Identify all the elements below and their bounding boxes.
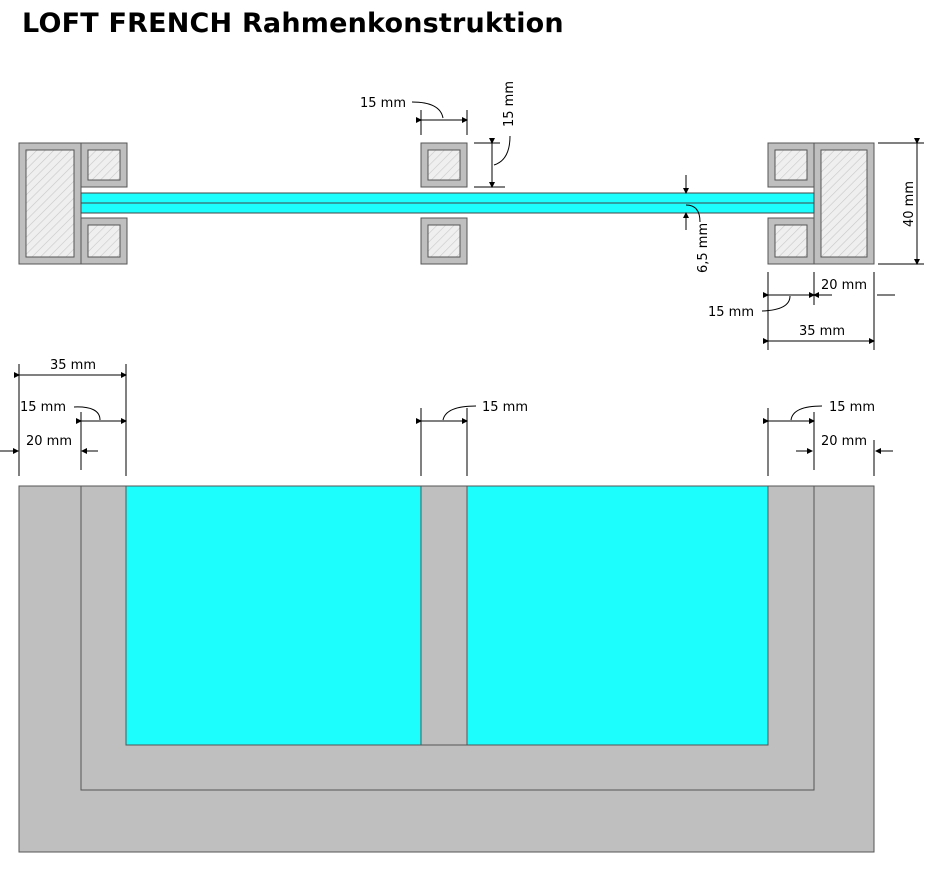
front-view [18, 485, 875, 853]
dim-right-35: 35 mm [763, 324, 875, 344]
page-title: LOFT FRENCH Rahmenkonstruktion [22, 8, 564, 39]
dim-label: 15 mm [482, 400, 528, 415]
dim-label: 15 mm [502, 81, 517, 127]
left-profile-bottom [80, 217, 128, 265]
dim-label: 35 mm [799, 324, 845, 339]
right-profile-bottom [767, 217, 815, 265]
dim-front-mid-15: 15 mm [416, 400, 528, 476]
dim-label: 40 mm [902, 181, 917, 227]
dim-front-left-20: 20 mm [0, 434, 98, 454]
dim-front-left-15: 15 mm [20, 400, 127, 470]
dim-label: 15 mm [20, 400, 66, 415]
dim-label: 20 mm [26, 434, 72, 449]
dim-front-right-20: 20 mm [796, 434, 893, 476]
glass-pane-left [125, 485, 422, 746]
dim-label: 6,5 mm [696, 223, 711, 273]
dim-glass-thickness: 6,5 mm [683, 175, 711, 273]
right-post [813, 142, 875, 265]
cross-section [18, 142, 875, 265]
middle-mullion [420, 485, 468, 746]
left-profile-top [80, 142, 128, 188]
glass-pane-right [466, 485, 769, 746]
dim-front-left-35: 35 mm [14, 358, 127, 476]
dim-right-20: 20 mm [767, 272, 895, 350]
dim-frame-height: 40 mm [878, 138, 924, 265]
left-post [18, 142, 82, 265]
dim-label: 15 mm [708, 305, 754, 320]
right-profile-top [767, 142, 815, 188]
glass-pane-section [80, 192, 815, 214]
dim-label: 15 mm [360, 96, 406, 111]
dim-right-15: 15 mm [708, 292, 815, 320]
dim-label: 20 mm [821, 434, 867, 449]
dim-front-right-15: 15 mm [763, 400, 875, 476]
dim-label: 15 mm [829, 400, 875, 415]
dim-top-15-horizontal: 15 mm [360, 96, 468, 135]
middle-profile-bottom [420, 217, 468, 265]
dim-label: 20 mm [821, 278, 867, 293]
dim-top-15-vertical: 15 mm [474, 81, 517, 188]
dim-label: 35 mm [50, 358, 96, 373]
middle-profile-top [420, 142, 468, 188]
